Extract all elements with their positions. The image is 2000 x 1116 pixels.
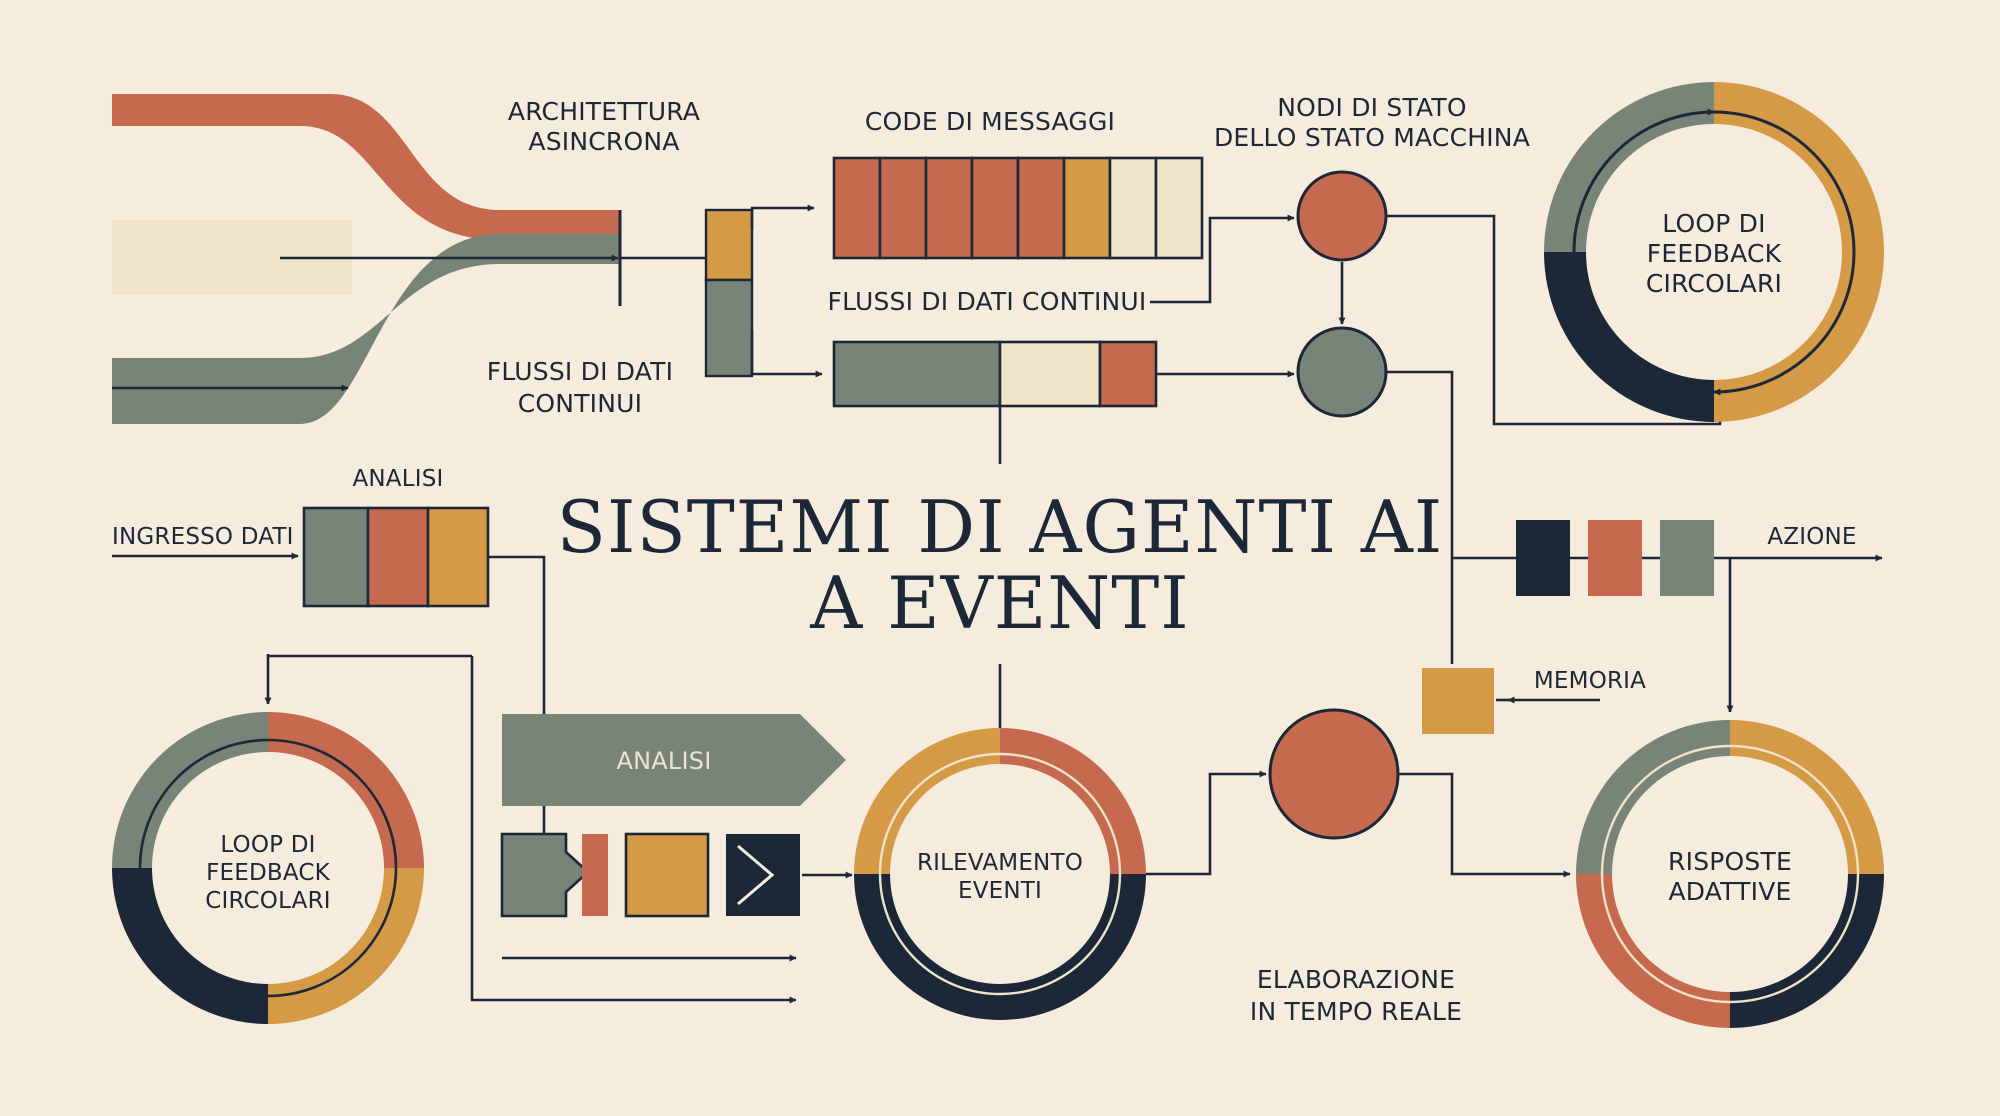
feedback-loop-top-right: LOOP DI FEEDBACK CIRCOLARI — [1544, 82, 1884, 422]
label-elaborazione-1: ELABORAZIONE — [1257, 965, 1455, 994]
queue-cell — [924, 156, 974, 260]
loop-bl-ring-line — [138, 738, 398, 998]
label-nodi-stato-2: DELLO STATO MACCHINA — [1214, 123, 1530, 152]
action-block-navy — [1516, 520, 1570, 596]
loop-bl-input-arrow — [264, 654, 472, 705]
queue-cell — [1108, 156, 1158, 260]
data-stream-bar — [832, 340, 1158, 408]
detection-label-2: EVENTI — [958, 878, 1042, 904]
analysis-block — [302, 506, 490, 608]
feedback-loop-bottom-left: LOOP DI FEEDBACK CIRCOLARI — [112, 712, 424, 1024]
flussi-to-node-top — [1150, 214, 1295, 304]
stream-bar-cream — [998, 340, 1102, 408]
process-block-mustard — [624, 832, 710, 918]
adaptive-responses-ring: RISPOSTE ADATTIVE — [1576, 720, 1884, 1028]
process-block-terracotta — [582, 834, 608, 916]
label-analisi-arrow: ANALISI — [617, 747, 712, 775]
event-detection-ring: RILEVAMENTO EVENTI — [854, 728, 1146, 1020]
splitter-to-queue-bottom — [750, 330, 823, 378]
processing-row — [500, 832, 800, 918]
queue-cell — [1016, 156, 1066, 260]
analysis-cell-mustard — [426, 506, 490, 608]
loop-tr-label-1: LOOP DI — [1662, 209, 1765, 238]
splitter-top-block — [704, 208, 754, 282]
responses-label-1: RISPOSTE — [1668, 847, 1792, 876]
label-memoria: MEMORIA — [1534, 668, 1646, 694]
process-block-navy — [726, 834, 800, 916]
loop-tr-inner — [1586, 124, 1842, 380]
stream-slate — [112, 234, 620, 424]
label-ingresso-dati: INGRESSO DATI — [112, 524, 294, 550]
process-block-slate — [500, 832, 590, 918]
label-elaborazione-2: IN TEMPO REALE — [1250, 997, 1462, 1026]
queue-cell — [1154, 156, 1204, 260]
loop-tr-label-3: CIRCOLARI — [1646, 269, 1782, 298]
responses-label-2: ADATTIVE — [1668, 877, 1791, 906]
page-title-line-2: A EVENTI — [809, 561, 1189, 645]
analysis-cell-slate — [302, 506, 370, 608]
splitter-bottom-block — [704, 278, 754, 378]
analisi-arrow-banner — [502, 714, 846, 806]
queue-cell — [970, 156, 1020, 260]
detection-to-processing — [1146, 770, 1267, 876]
loop-tr-arrow-top — [1572, 108, 1715, 253]
label-azione: AZIONE — [1767, 524, 1856, 550]
label-flussi-left-2: CONTINUI — [518, 389, 642, 418]
loop-tr-arrow-right — [1713, 110, 1856, 396]
label-flussi-top: FLUSSI DI DATI CONTINUI — [827, 287, 1146, 316]
loop-bl-label-3: CIRCOLARI — [205, 888, 330, 914]
label-architettura-2: ASINCRONA — [528, 127, 679, 156]
chevron-right-icon — [737, 844, 775, 906]
detection-inner — [890, 764, 1110, 984]
loop-tr-label-2: FEEDBACK — [1647, 239, 1782, 268]
action-block-slate — [1660, 520, 1714, 596]
responses-inner — [1612, 756, 1848, 992]
label-analisi-top: ANALISI — [352, 466, 443, 492]
loop-bl-inner — [152, 752, 384, 984]
converging-streams — [112, 94, 622, 424]
state-node-terracotta — [1296, 170, 1388, 262]
stream-bar-slate — [832, 340, 1002, 408]
analysis-cell-terracotta — [366, 506, 430, 608]
queue-cell — [878, 156, 928, 260]
memory-block — [1422, 668, 1494, 734]
label-nodi-stato-1: NODI DI STATO — [1277, 93, 1466, 122]
realtime-processing-node — [1268, 708, 1400, 840]
label-architettura-1: ARCHITETTURA — [508, 97, 700, 126]
node-bottom-to-memory — [1386, 370, 1454, 664]
processing-to-responses — [1398, 772, 1571, 878]
state-node-slate — [1296, 326, 1388, 418]
queue-cell — [1062, 156, 1112, 260]
label-code-messaggi: CODE DI MESSAGGI — [865, 107, 1115, 136]
detection-ring-line — [878, 752, 1122, 996]
message-queue-top — [832, 156, 1204, 260]
page-title-line-1: SISTEMI DI AGENTI AI — [557, 485, 1444, 569]
stream-bar-terracotta — [1098, 340, 1158, 408]
loop-bl-label-2: FEEDBACK — [206, 860, 331, 886]
loop-bl-label-1: LOOP DI — [220, 832, 315, 858]
splitter-to-queue-top — [750, 204, 815, 230]
label-flussi-left-1: FLUSSI DI DATI — [487, 357, 673, 386]
responses-ring-line — [1600, 744, 1860, 1004]
detection-label-1: RILEVAMENTO — [917, 850, 1083, 876]
action-block-terracotta — [1588, 520, 1642, 596]
stream-terracotta — [112, 94, 620, 240]
queue-cell — [832, 156, 882, 260]
